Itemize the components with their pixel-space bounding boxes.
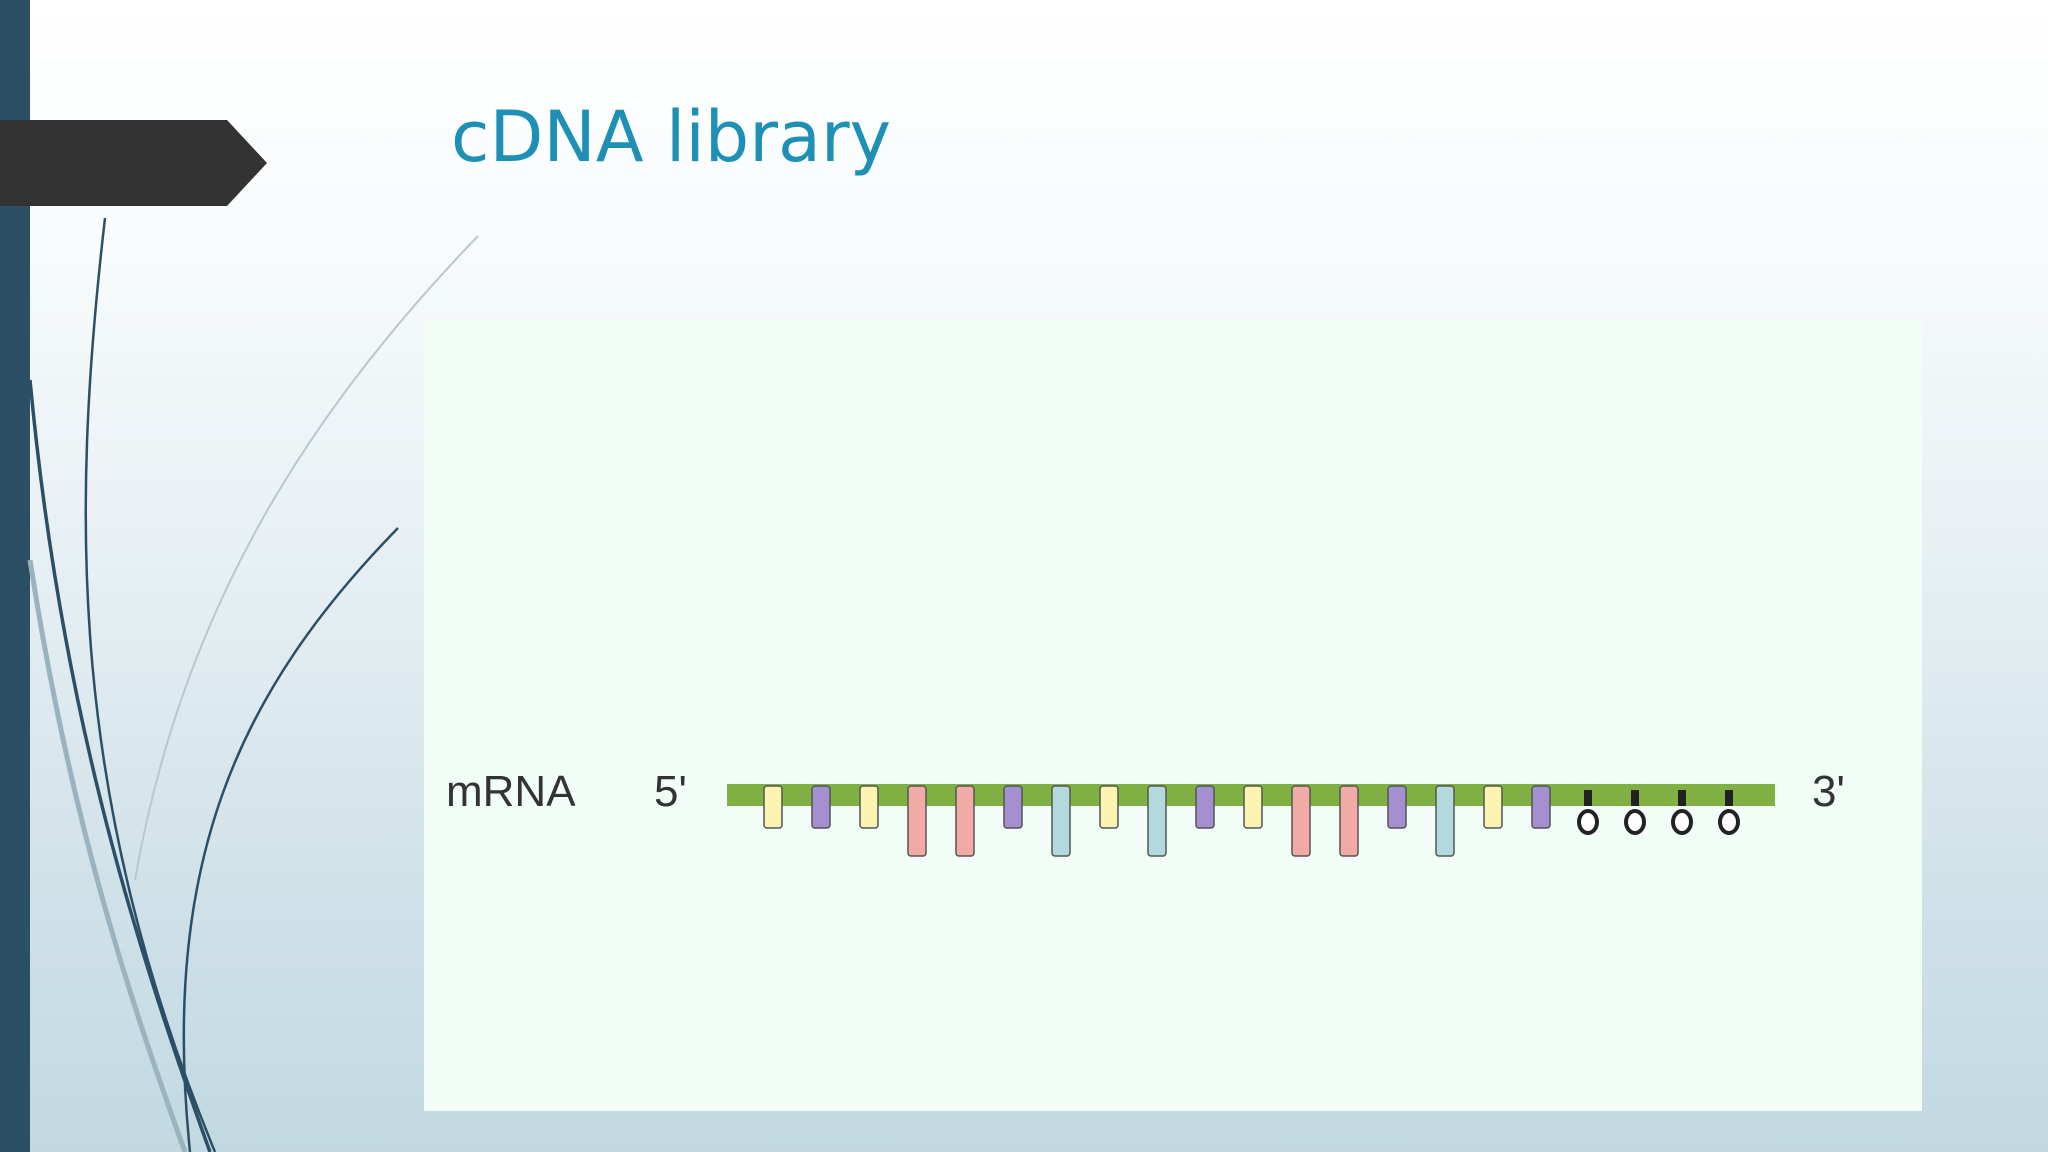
mrna-diagram: mRNA 5' 3' xyxy=(446,767,1845,857)
base-pink xyxy=(907,785,927,857)
poly-a-base xyxy=(1718,790,1740,835)
base-yellow xyxy=(763,785,783,829)
base-blue xyxy=(1435,785,1455,857)
poly-a-tail xyxy=(1577,790,1740,835)
base-yellow xyxy=(1483,785,1503,829)
nucleotide-bases xyxy=(763,785,1551,857)
diagram-panel: mRNA 5' 3' xyxy=(424,320,1922,1111)
title-arrow-tab xyxy=(0,120,267,206)
three-prime-label: 3' xyxy=(1812,767,1845,816)
mrna-label: mRNA xyxy=(446,767,576,816)
base-purple xyxy=(1531,785,1551,829)
base-blue xyxy=(1147,785,1167,857)
base-purple xyxy=(811,785,831,829)
base-yellow xyxy=(859,785,879,829)
base-blue xyxy=(1051,785,1071,857)
poly-a-base xyxy=(1577,790,1599,835)
base-purple xyxy=(1003,785,1023,829)
base-purple xyxy=(1195,785,1215,829)
base-yellow xyxy=(1243,785,1263,829)
five-prime-label: 5' xyxy=(654,767,687,816)
decorative-curves xyxy=(27,217,479,1152)
poly-a-base xyxy=(1671,790,1693,835)
base-pink xyxy=(1339,785,1359,857)
base-yellow xyxy=(1099,785,1119,829)
slide-title: cDNA library xyxy=(451,96,892,178)
poly-a-base xyxy=(1624,790,1646,835)
base-pink xyxy=(955,785,975,857)
base-pink xyxy=(1291,785,1311,857)
base-purple xyxy=(1387,785,1407,829)
